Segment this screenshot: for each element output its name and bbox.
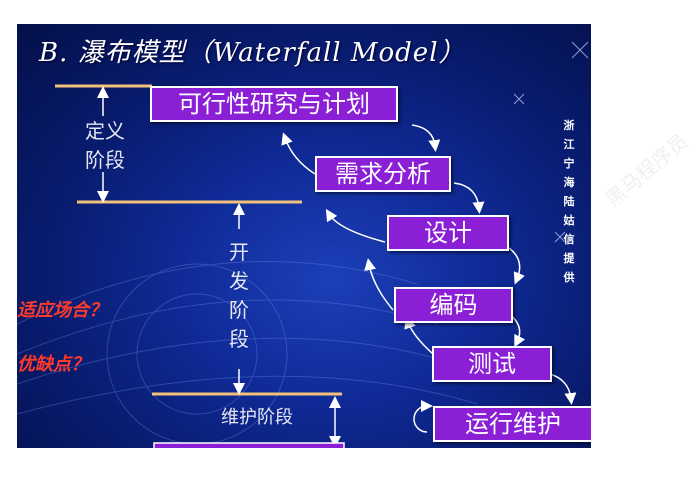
slide: B. 瀑布模型（Waterfall Model） 可行性研究与计划 需求分析 设…	[17, 24, 591, 448]
maintenance-loop-arrow	[413, 400, 433, 433]
sparkle-stars	[513, 41, 589, 243]
light-streaks	[17, 261, 478, 445]
stage-design: 设计	[387, 215, 509, 251]
slide-title: B. 瀑布模型（Waterfall Model）	[39, 38, 466, 68]
stage-coding: 编码	[394, 287, 513, 323]
stage-requirements: 需求分析	[315, 156, 451, 192]
feedback-arrow-4	[404, 316, 434, 355]
stage-feasibility: 可行性研究与计划	[150, 86, 398, 122]
phase-definition: 定义阶段	[85, 119, 125, 172]
feedback-arrow-1	[281, 132, 316, 175]
slide-decorations	[17, 41, 589, 448]
phase-maintenance: 维护阶段	[221, 407, 293, 428]
cascade-arrow-3	[508, 247, 525, 285]
credit-text: 浙江宁海陆姑信提供	[563, 119, 575, 284]
phase-development: 开发阶段	[229, 240, 249, 351]
partial-stage-bar	[153, 442, 345, 448]
question-pros-cons: 优缺点？	[17, 354, 89, 375]
question-scenario: 适应场合？	[17, 300, 107, 321]
cascade-arrow-1	[411, 124, 441, 152]
cascade-arrow-5	[549, 373, 577, 405]
feedback-arrow-2	[325, 208, 386, 243]
cascade-arrow-2	[453, 182, 485, 214]
stage-testing: 测试	[432, 346, 552, 382]
stage-operation: 运行维护	[433, 406, 591, 442]
feedback-arrow-3	[364, 258, 394, 311]
watermark: 黑马程序员	[600, 128, 693, 212]
